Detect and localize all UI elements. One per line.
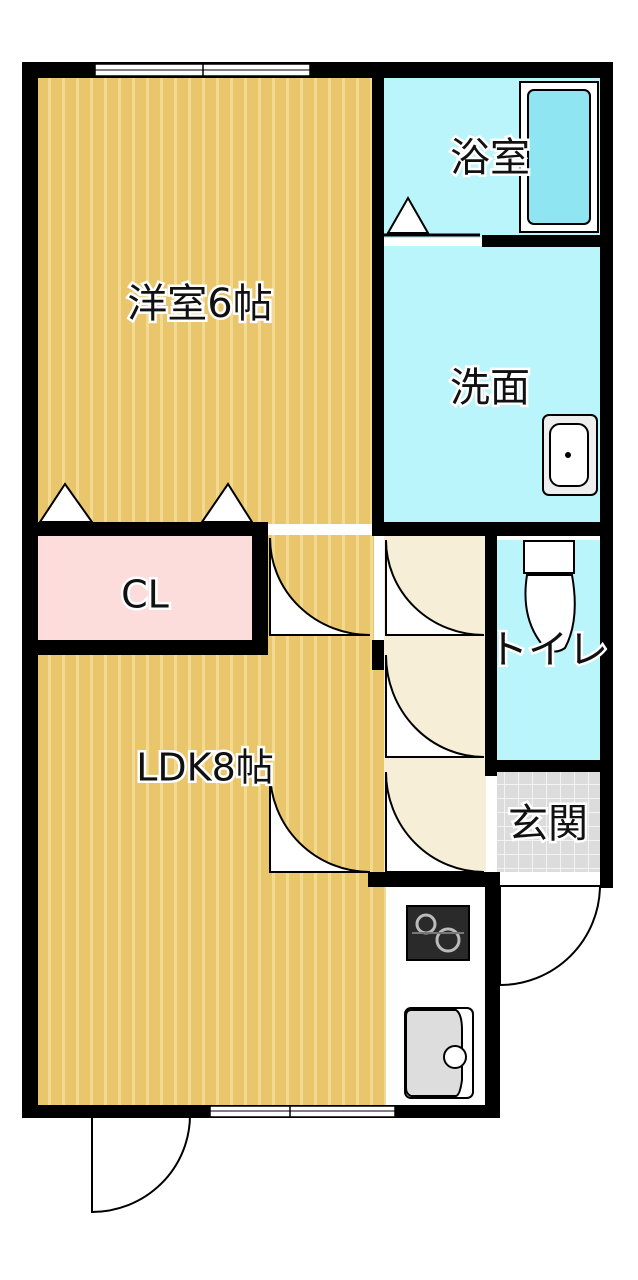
window-top [94,63,311,77]
toilet-icon [523,540,576,653]
western-room-floor [38,78,374,524]
closet-floor [38,536,254,642]
room-label-closet: CL [121,573,169,617]
room-label-entrance: 玄関 [508,801,588,847]
entrance-floor [497,772,600,872]
door-swings [91,233,602,1214]
room-label-washroom: 洗面 [450,365,530,411]
ldk-floor [38,650,386,1108]
closet-door-icon [38,195,430,523]
stove-icon [406,905,470,961]
window-bottom [209,1105,396,1118]
room-label-toilet: トイレ [488,627,608,673]
bathtub-icon [519,81,599,233]
room-label-western: 洋室6帖 [127,281,272,327]
kitchen-sink-icon [404,1007,474,1099]
wash-basin-icon [542,414,598,496]
room-label-ldk: LDK8帖 [136,746,274,790]
room-label-bath: 浴室 [450,135,530,181]
